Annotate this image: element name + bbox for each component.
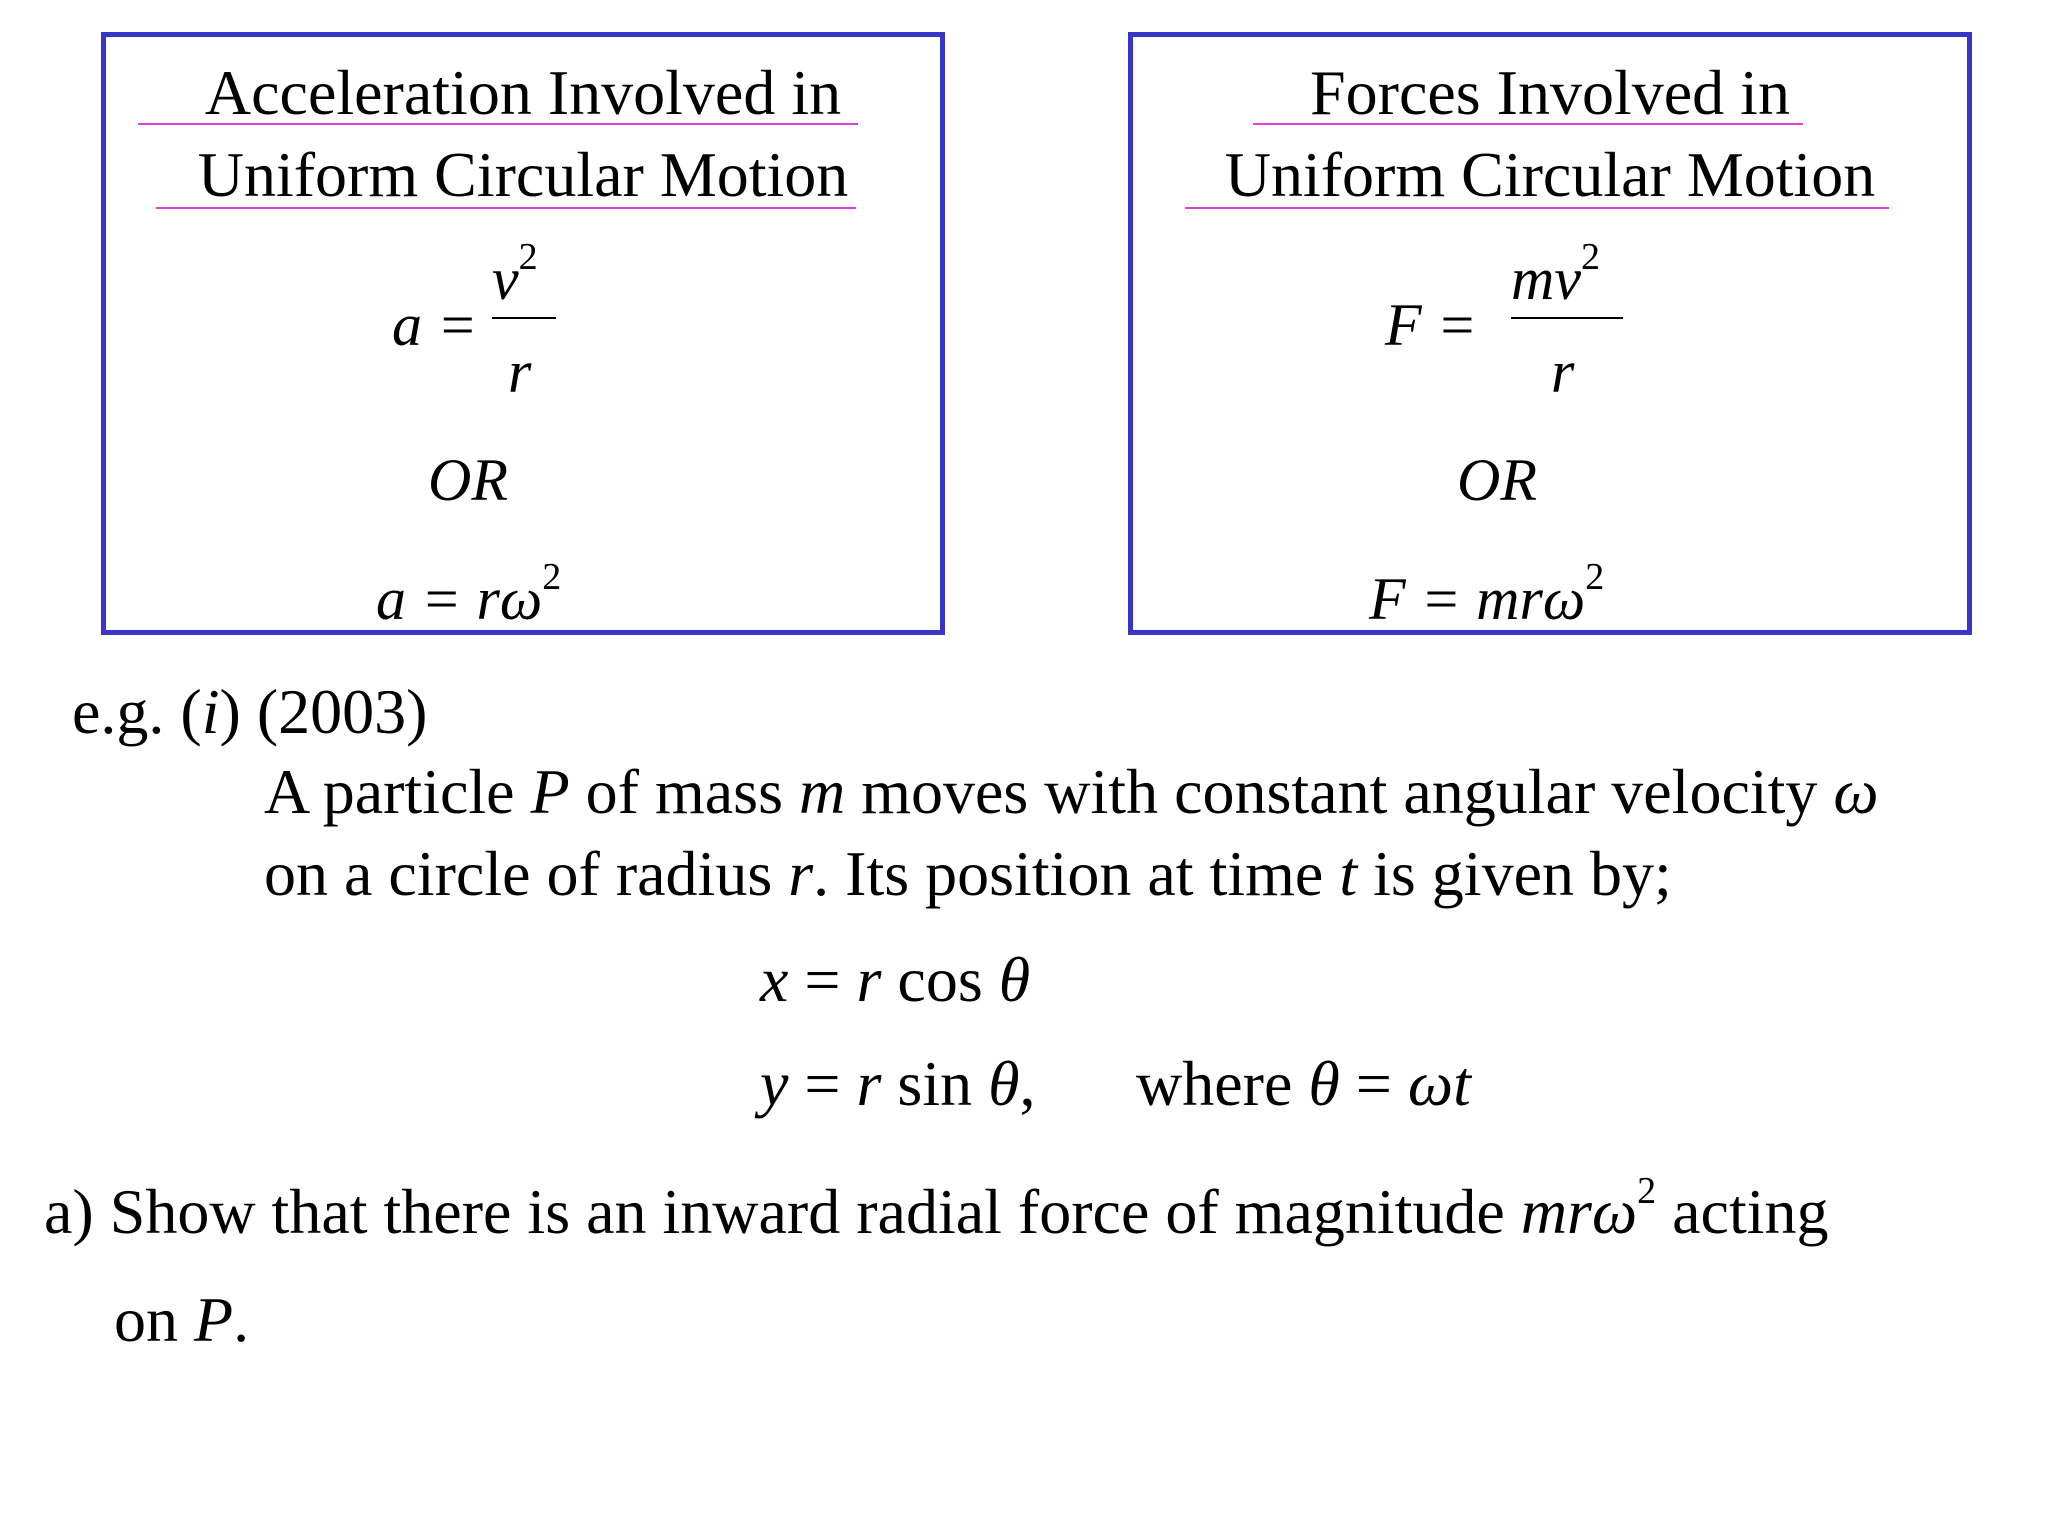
- right-eq1-numerator: mv2: [1511, 236, 1600, 312]
- equation-x: x = r cos θ: [760, 944, 1031, 1015]
- equation-where-theta: where θ = ωt: [1136, 1048, 1471, 1119]
- right-title-underline2: [1185, 207, 1889, 209]
- right-box-title-line2: Uniform Circular Motion: [1224, 139, 1876, 210]
- example-text-line2: on a circle of radius r. Its position at…: [264, 838, 1672, 909]
- right-eq1-denominator: r: [1551, 339, 1575, 405]
- right-eq1-fraction-bar: [1511, 317, 1623, 319]
- left-eq1-lhs: a =: [392, 292, 478, 358]
- equation-y: y = r sin θ,: [760, 1048, 1036, 1119]
- right-or-label: OR: [1457, 447, 1537, 513]
- left-eq2: a = rω2: [376, 556, 562, 632]
- left-box-title-line2: Uniform Circular Motion: [197, 139, 849, 210]
- right-title-underline1: [1253, 123, 1803, 125]
- right-eq2: F = mrω2: [1369, 556, 1605, 632]
- left-box-title-line1: Acceleration Involved in: [204, 57, 842, 128]
- left-formula-box: Acceleration Involved in Uniform Circula…: [101, 32, 945, 635]
- left-title-underline1: [138, 123, 858, 125]
- left-eq1-numerator: v2: [492, 236, 538, 312]
- left-or-label: OR: [428, 447, 508, 513]
- right-box-title-line1: Forces Involved in: [1310, 57, 1790, 128]
- left-eq1-fraction-bar: [492, 317, 556, 319]
- example-label: e.g. (i) (2003): [72, 676, 428, 747]
- right-eq1-lhs: F =: [1385, 292, 1478, 358]
- right-formula-box: Forces Involved in Uniform Circular Moti…: [1128, 32, 1972, 635]
- question-part-a-line2: on P.: [114, 1284, 250, 1355]
- question-part-a-line1: a) Show that there is an inward radial f…: [44, 1170, 1829, 1247]
- example-text-line1: A particle P of mass m moves with consta…: [264, 756, 1879, 827]
- left-title-underline2: [156, 207, 856, 209]
- left-eq1-denominator: r: [508, 339, 532, 405]
